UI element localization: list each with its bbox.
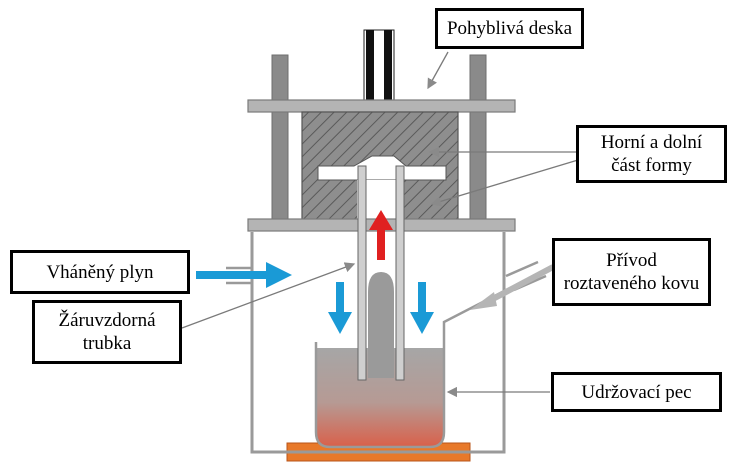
right-guide-rod: [469, 54, 487, 222]
refractory-tube-right-wall: [395, 165, 405, 381]
leader-moving-plate: [427, 51, 449, 90]
metal-column: [368, 272, 394, 378]
label-holding-furnace: Udržovací pec: [551, 372, 722, 412]
leader-mold-bottom: [430, 159, 579, 207]
pressure-arrow-left: [328, 282, 352, 334]
metal-rise-arrow: [369, 210, 393, 260]
gas-inlet-arrow: [196, 262, 292, 288]
left-guide-rod: [271, 54, 289, 222]
label-gas: Vháněný plyn: [10, 250, 190, 294]
pressure-arrow-right: [410, 282, 434, 334]
label-mold: Horní a dolní část formy: [576, 125, 727, 183]
metal-supply-arrow: [489, 264, 555, 303]
refractory-tube-left-wall: [357, 165, 367, 381]
molten-metal: [316, 348, 444, 447]
crucible-wall: [314, 286, 511, 449]
upper-plate: [247, 99, 516, 113]
label-moving-plate: Pohyblivá deska: [435, 8, 584, 49]
leader-tube: [181, 262, 356, 329]
pressure-chamber: [250, 232, 506, 454]
gas-inlet-pipe: [226, 266, 252, 285]
label-refractory-tube: Žáruvzdorná trubka: [32, 300, 182, 364]
label-metal-supply: Přívod roztaveného kovu: [552, 238, 711, 306]
